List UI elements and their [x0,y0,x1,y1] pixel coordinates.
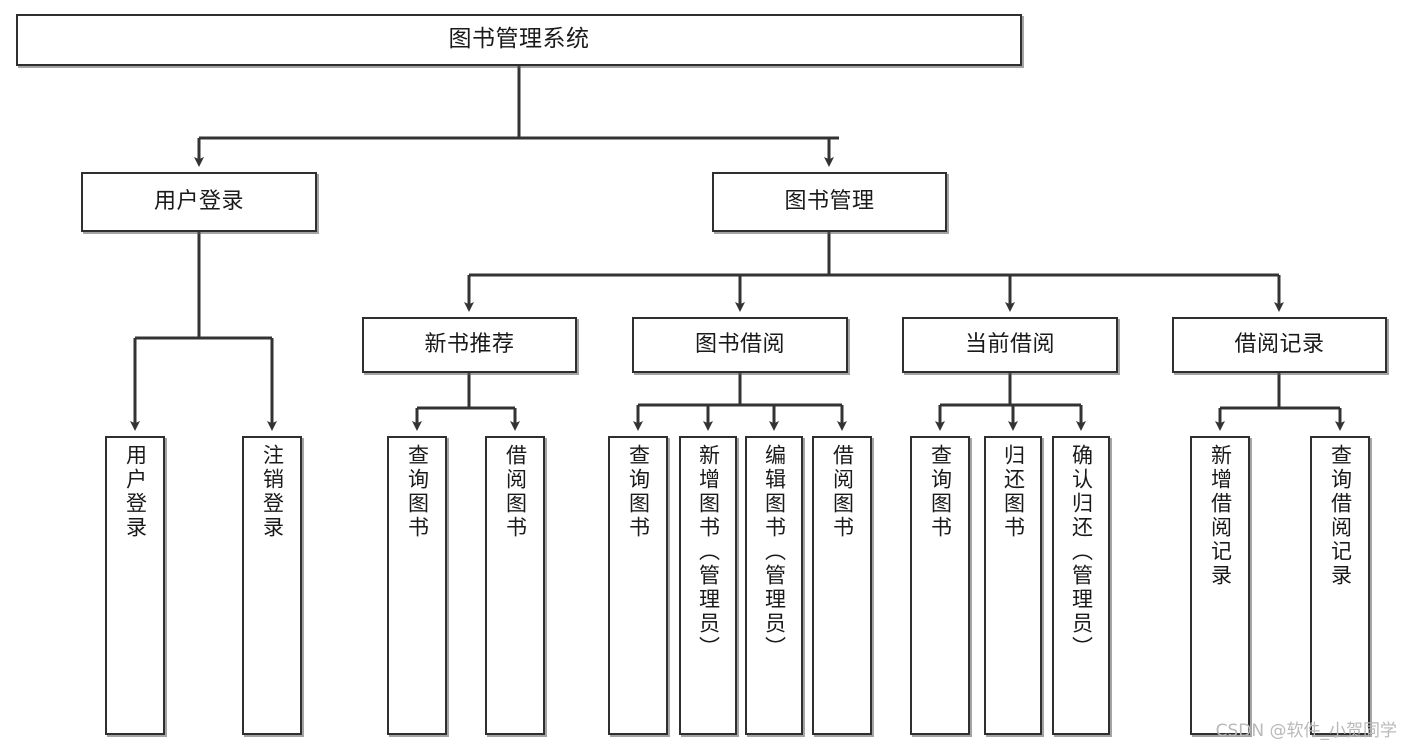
node-leaf-return-book[interactable]: 归还图书 [984,436,1042,735]
node-leaf-return-book-label: 归还图书 [1001,444,1026,540]
node-new-book-recommend-label: 新书推荐 [424,331,515,357]
node-leaf-edit-book-admin-label: 编辑图书（管理员） [762,444,787,660]
node-leaf-borrow-book[interactable]: 借阅图书 [812,436,872,735]
node-user-login-label: 用户登录 [153,188,244,214]
node-borrow-record[interactable]: 借阅记录 [1172,317,1387,373]
node-leaf-add-borrow-record-label: 新增借阅记录 [1208,444,1233,588]
node-leaf-query-book-borrow-label: 查询图书 [626,444,651,540]
node-new-book-recommend[interactable]: 新书推荐 [362,317,577,373]
node-leaf-add-borrow-record[interactable]: 新增借阅记录 [1190,436,1250,735]
node-borrow-record-label: 借阅记录 [1234,331,1325,357]
node-leaf-borrow-book-rec-label: 借阅图书 [503,444,528,540]
node-leaf-add-book-admin-label: 新增图书（管理员） [696,444,721,660]
node-user-login[interactable]: 用户登录 [81,172,317,232]
node-book-borrow-label: 图书借阅 [694,331,785,357]
node-leaf-query-book-borrow[interactable]: 查询图书 [608,436,668,735]
node-leaf-edit-book-admin[interactable]: 编辑图书（管理员） [745,436,803,735]
node-leaf-confirm-return-admin-label: 确认归还（管理员） [1069,444,1094,660]
node-leaf-borrow-book-rec[interactable]: 借阅图书 [485,436,545,735]
node-leaf-logout-label: 注销登录 [260,444,285,540]
node-leaf-query-book-cur-label: 查询图书 [928,444,953,540]
node-leaf-user-login[interactable]: 用户登录 [105,436,165,735]
node-leaf-query-book-rec-label: 查询图书 [405,444,430,540]
node-leaf-logout[interactable]: 注销登录 [242,436,302,735]
node-book-manage-label: 图书管理 [784,188,875,214]
node-leaf-query-borrow-record-label: 查询借阅记录 [1328,444,1353,588]
node-leaf-add-book-admin[interactable]: 新增图书（管理员） [679,436,737,735]
node-leaf-query-book-rec[interactable]: 查询图书 [387,436,447,735]
node-current-borrow-label: 当前借阅 [964,331,1055,357]
node-book-borrow[interactable]: 图书借阅 [632,317,848,373]
node-current-borrow[interactable]: 当前借阅 [902,317,1118,373]
node-leaf-query-borrow-record[interactable]: 查询借阅记录 [1310,436,1370,735]
node-root-label: 图书管理系统 [448,26,590,53]
watermark: CSDN @软件_小贺同学 [1215,721,1397,741]
node-leaf-confirm-return-admin[interactable]: 确认归还（管理员） [1052,436,1110,735]
node-leaf-query-book-cur[interactable]: 查询图书 [910,436,970,735]
node-leaf-borrow-book-label: 借阅图书 [830,444,855,540]
node-root[interactable]: 图书管理系统 [16,14,1022,66]
node-book-manage[interactable]: 图书管理 [712,172,947,232]
node-leaf-user-login-label: 用户登录 [123,444,148,540]
